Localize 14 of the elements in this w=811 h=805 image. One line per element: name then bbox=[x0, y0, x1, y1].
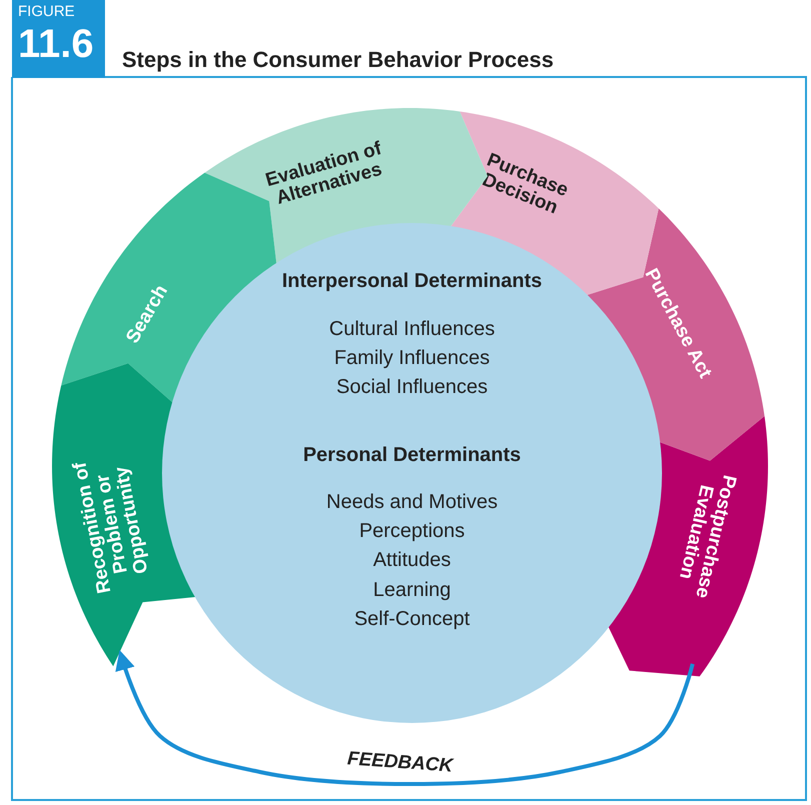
figure-label: FIGURE bbox=[18, 4, 75, 19]
list-item: Attitudes bbox=[372, 549, 452, 572]
list-item: Family Influences bbox=[333, 347, 491, 370]
list-item: Perceptions bbox=[358, 520, 466, 543]
figure-number: 11.6 bbox=[18, 24, 94, 64]
list-item: Learning bbox=[372, 579, 452, 602]
section-heading: Personal Determinants bbox=[302, 444, 522, 467]
list-item: Self-Concept bbox=[353, 608, 471, 631]
step-label: Recognition of Problem or Opportunity bbox=[68, 459, 154, 597]
list-item: Cultural Influences bbox=[328, 318, 496, 341]
list-item: Social Influences bbox=[335, 376, 489, 399]
feedback-arrow bbox=[116, 650, 695, 786]
list-item: Needs and Motives bbox=[325, 491, 499, 514]
figure-title: Steps in the Consumer Behavior Process bbox=[122, 47, 554, 73]
